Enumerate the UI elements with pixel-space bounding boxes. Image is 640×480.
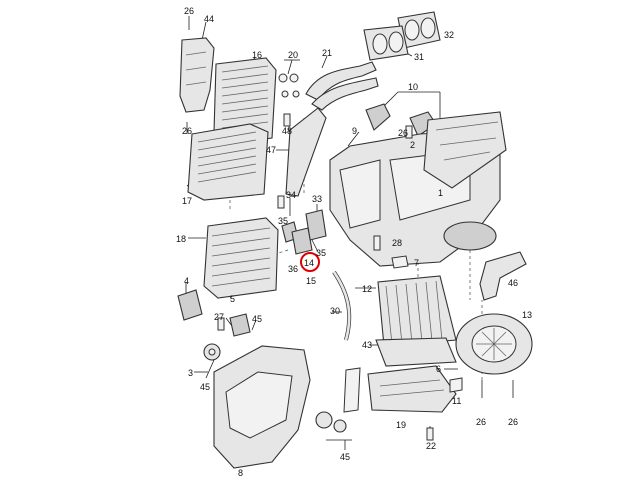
bracket-46: [479, 251, 527, 301]
callout-45: 45: [252, 314, 262, 324]
callout-27: 27: [214, 312, 224, 322]
bracket-44: [179, 37, 215, 113]
callout-34: 34: [286, 190, 296, 200]
callout-labels: 26 44 16 20 21 32 31 10 26 48 9 47 26 2 …: [176, 6, 532, 478]
callout-48: 48: [282, 126, 292, 136]
callout-35: 35: [316, 248, 326, 258]
bolt-48: [283, 113, 291, 127]
callout-4: 4: [184, 276, 189, 286]
pollen-filter-12: [377, 275, 457, 347]
actuator-5: [229, 313, 251, 337]
bracket-6: [343, 367, 361, 413]
sensor-34: [277, 195, 285, 209]
callout-1: 1: [438, 188, 443, 198]
blower-motor-13: [455, 313, 533, 375]
callout-17: 17: [182, 196, 192, 206]
screw-28: [373, 235, 381, 251]
screw-22: [426, 427, 434, 441]
callout-3: 3: [188, 368, 193, 378]
clip-11: [449, 377, 463, 393]
callout-36: 36: [288, 264, 298, 274]
callout-13: 13: [522, 310, 532, 320]
callout-20: 20: [288, 50, 298, 60]
flap-actuator-45: [315, 411, 347, 433]
callout-21: 21: [322, 48, 332, 58]
servo-motor-3: [203, 343, 221, 361]
servo-motor-1: [423, 111, 507, 189]
callout-44: 44: [204, 14, 214, 24]
highlight-ring-14: [300, 252, 320, 272]
seal-rings-20: [278, 73, 300, 98]
callout-2: 2: [410, 140, 415, 150]
callout-5: 5: [230, 294, 235, 304]
drain-hose-30: [332, 270, 352, 341]
callout-6: 6: [436, 364, 441, 374]
callout-9: 9: [352, 126, 357, 136]
air-distribution-housing-8: [213, 345, 311, 469]
callout-28: 28: [392, 238, 402, 248]
clip-27: [217, 317, 225, 331]
cover-19: [367, 365, 457, 413]
callout-45: 45: [200, 382, 210, 392]
callout-43: 43: [362, 340, 372, 350]
callout-26: 26: [184, 6, 194, 16]
seal-plate-32: [397, 11, 441, 49]
valve-36: [291, 227, 313, 255]
seal-plate-31: [363, 25, 409, 61]
callout-10: 10: [408, 82, 418, 92]
screw-2: [405, 125, 413, 139]
callout-19: 19: [396, 420, 406, 430]
gasket-strip-47: [285, 107, 327, 197]
clip-7: [391, 255, 409, 269]
callout-35: 35: [278, 216, 288, 226]
callout-26: 26: [508, 417, 518, 427]
callout-22: 22: [426, 441, 436, 451]
callout-18: 18: [176, 234, 186, 244]
actuator-4: [177, 289, 203, 321]
heater-core-17: [187, 123, 269, 201]
callout-14: 14: [304, 258, 314, 268]
callout-30: 30: [330, 306, 340, 316]
callout-8: 8: [238, 468, 243, 478]
callout-11: 11: [452, 396, 461, 406]
callout-46: 46: [508, 278, 518, 288]
callout-32: 32: [444, 30, 454, 40]
callout-15: 15: [306, 276, 316, 286]
evaporator-18: [203, 217, 279, 299]
callout-31: 31: [414, 52, 424, 62]
callout-33: 33: [312, 194, 322, 204]
callout-47: 47: [266, 145, 276, 155]
seal-43: [375, 337, 457, 367]
callout-16: 16: [252, 50, 262, 60]
callout-26: 26: [476, 417, 486, 427]
coolant-pipe-21: [305, 61, 379, 111]
callout-7: 7: [414, 258, 419, 268]
callout-26: 26: [398, 128, 408, 138]
callout-12: 12: [362, 284, 372, 294]
callout-45: 45: [340, 452, 350, 462]
callout-26: 26: [182, 126, 192, 136]
